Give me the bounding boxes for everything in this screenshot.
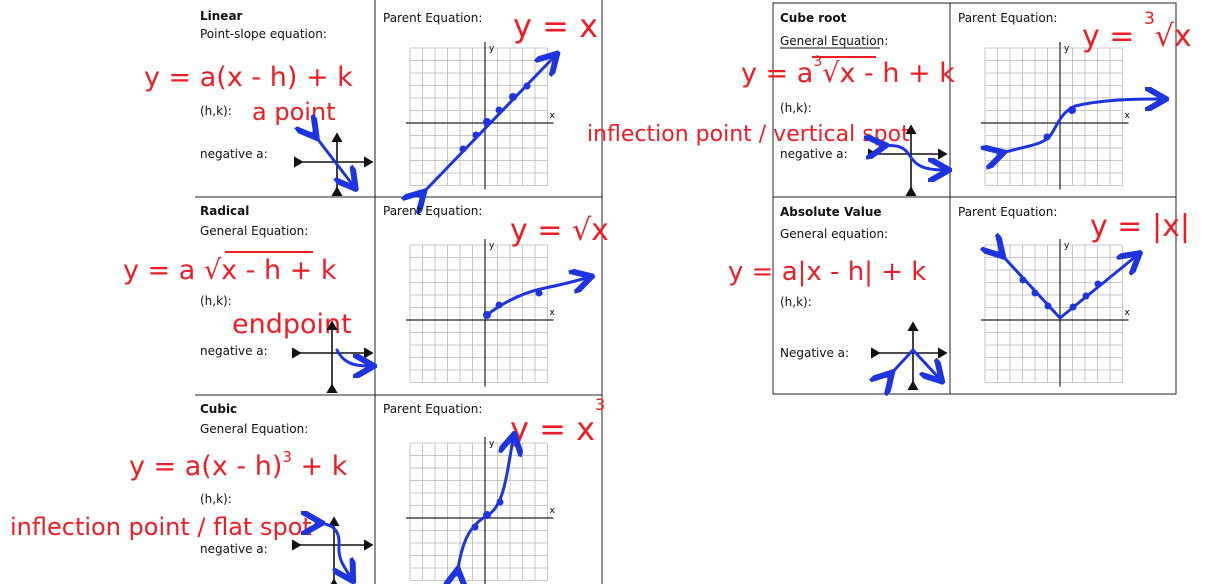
- cubic-hk-note: inflection point / flat spot: [10, 513, 312, 541]
- y-axis-label: y: [489, 241, 495, 251]
- right-column-frame: [772, 2, 1177, 395]
- cube-root-equation-pre: y = a: [741, 58, 813, 89]
- radical-equation: y = a √x - h + k: [123, 255, 337, 286]
- linear-hk-note: a point: [252, 98, 336, 126]
- cubic-negative-label: negative a:: [200, 542, 268, 556]
- cubic-parent-exp: 3: [595, 395, 605, 414]
- absolute-parent-graph: [999, 252, 1135, 320]
- linear-negative-label: negative a:: [200, 147, 268, 161]
- radical-hk-note: endpoint: [232, 309, 352, 340]
- radical-parent-label: Parent Equation:: [383, 204, 482, 218]
- linear-hk-label: (h,k):: [200, 104, 232, 118]
- left-column-frame: [195, 0, 603, 584]
- linear-title: Linear: [200, 9, 243, 23]
- linear-equation: y = a(x - h) + k: [144, 62, 353, 93]
- cube-root-parent-eq: y = 3√x: [1082, 9, 1192, 54]
- radical-negative-label: negative a:: [200, 344, 268, 358]
- linear-equation-label: Point-slope equation:: [200, 27, 327, 41]
- radical-title: Radical: [200, 204, 249, 218]
- radical-parent-graph: [483, 278, 586, 319]
- cubic-parent-label: Parent Equation:: [383, 402, 482, 416]
- absolute-hk-label: (h,k):: [780, 295, 812, 309]
- cubic-parent-graph: [457, 440, 513, 575]
- cubic-equation: y = a(x - h)3 + k: [129, 448, 348, 482]
- cubic-parent-eq: y = x3: [510, 395, 605, 448]
- radical-parent-eq: y = √x: [510, 213, 609, 248]
- x-axis-label: x: [550, 111, 556, 121]
- cubic-title: Cubic: [200, 402, 237, 416]
- x-axis-label: x: [1125, 111, 1131, 121]
- linear-card: Linear Point-slope equation: y = a(x - h…: [144, 7, 598, 196]
- linear-parent-eq: y = x: [513, 7, 598, 45]
- cube-root-parent-pre: y =: [1082, 19, 1144, 54]
- cubic-hk-label: (h,k):: [200, 492, 232, 506]
- absolute-parent-label: Parent Equation:: [958, 205, 1057, 219]
- absolute-negative-sketch: [879, 321, 948, 382]
- cube-root-parent-index: 3: [1144, 9, 1155, 29]
- y-axis-label: y: [1064, 241, 1070, 251]
- absolute-card: Absolute Value General equation: y = a|x…: [728, 205, 1190, 382]
- cube-root-equation-label: General Equation:: [780, 34, 888, 48]
- cube-root-equation-rad: √x - h + k: [822, 58, 955, 89]
- absolute-equation: y = a|x - h| + k: [728, 257, 926, 287]
- cube-root-hk-label: (h,k):: [780, 101, 812, 115]
- cube-root-parent-grid: xy: [981, 42, 1131, 190]
- absolute-parent-eq: y = |x|: [1090, 209, 1190, 244]
- cubic-parent-main: y = x: [510, 410, 595, 448]
- cubic-equation-tail: + k: [292, 451, 348, 482]
- cube-root-equation-index: 3: [813, 54, 822, 70]
- x-axis-label: x: [1125, 308, 1131, 318]
- cube-root-parent-label: Parent Equation:: [958, 11, 1057, 25]
- cubic-equation-main: y = a(x - h): [129, 451, 282, 482]
- absolute-negative-label: Negative a:: [780, 346, 849, 360]
- linear-parent-label: Parent Equation:: [383, 11, 482, 25]
- radical-parent-grid: xy: [406, 239, 556, 387]
- x-axis-label: x: [550, 506, 556, 516]
- linear-negative-sketch: [294, 133, 374, 196]
- linear-parent-grid: xy: [406, 42, 556, 190]
- radical-equation-label: General Equation:: [200, 224, 308, 238]
- x-axis-label: x: [550, 308, 556, 318]
- cube-root-hk-note: inflection point / vertical spot: [587, 122, 910, 147]
- cubic-card: Cubic General Equation: y = a(x - h)3 + …: [10, 395, 605, 584]
- linear-parent-graph: [420, 58, 553, 196]
- radical-card: Radical General Equation: y = a √x - h +…: [123, 204, 609, 393]
- cubic-parent-grid: xy: [406, 437, 556, 584]
- cube-root-title: Cube root: [780, 11, 847, 25]
- cube-root-equation: y = a3√x - h + k: [741, 54, 955, 89]
- cubic-equation-exp: 3: [282, 448, 292, 466]
- y-axis-label: y: [1064, 44, 1070, 54]
- absolute-title: Absolute Value: [780, 205, 882, 219]
- cube-root-negative-sketch: [876, 124, 946, 196]
- radical-hk-label: (h,k):: [200, 294, 232, 308]
- y-axis-label: y: [489, 439, 495, 449]
- radical-negative-sketch: [292, 320, 372, 393]
- absolute-equation-label: General equation:: [780, 227, 888, 241]
- cube-root-parent-graph: [998, 99, 1160, 154]
- cube-root-card: Cube root General Equation: y = a3√x - h…: [587, 9, 1192, 196]
- cubic-negative-sketch: [292, 518, 374, 584]
- cubic-equation-label: General Equation:: [200, 422, 308, 436]
- cube-root-parent-rad: √x: [1155, 19, 1192, 54]
- y-axis-label: y: [489, 44, 495, 54]
- cube-root-negative-label: negative a:: [780, 147, 848, 161]
